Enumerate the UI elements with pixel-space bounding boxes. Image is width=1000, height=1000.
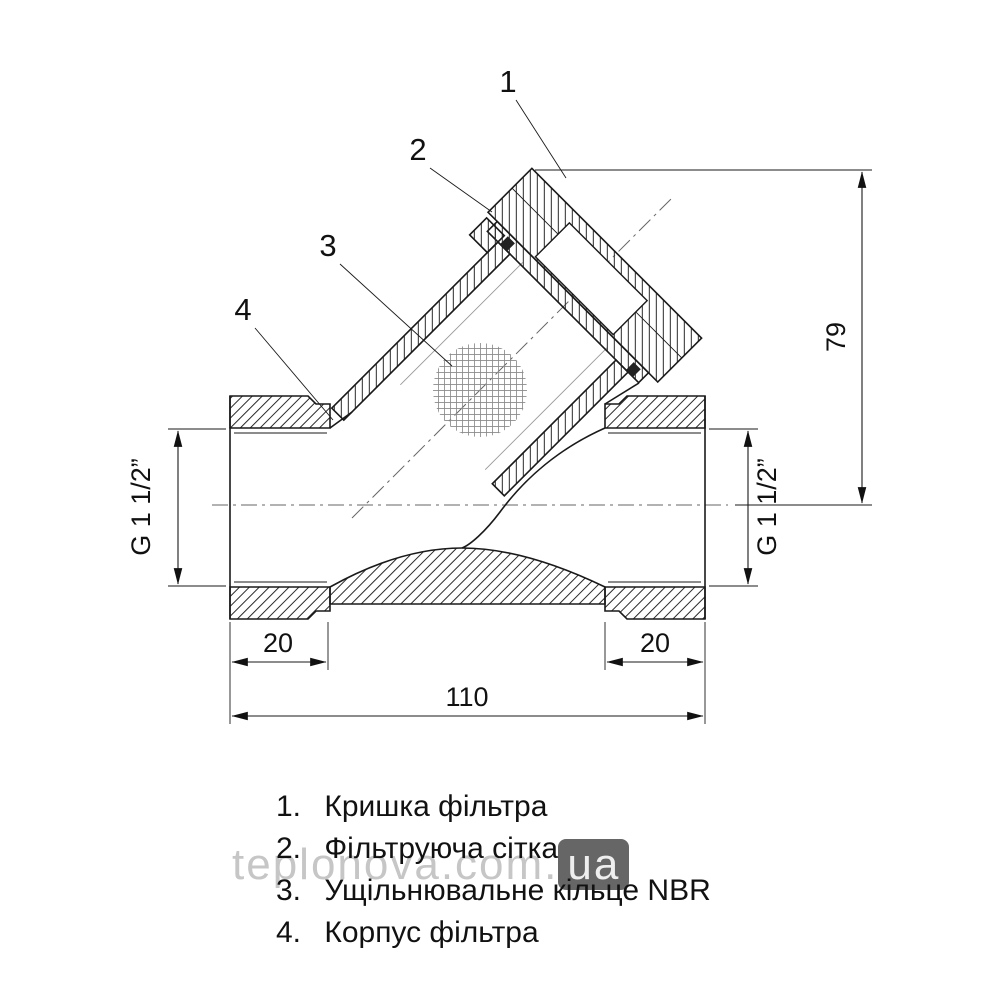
dim-thread-left-label: G 1 1/2” [126,458,156,556]
legend-item-label: Фільтруюча сітка [324,832,559,865]
right-port [604,395,706,620]
callout-3: 3 [319,228,453,367]
left-port-top-wall [229,395,331,429]
dim-height-79: 79 [535,169,872,506]
mesh-cartridge-line [400,262,524,386]
dim-length-110: 110 [231,682,704,721]
watermark-badge: ua [558,839,630,890]
dim-height-label: 79 [821,322,851,352]
legend-item: 3. Ущільнювальне кільце NBR [276,870,711,912]
legend-item-number: 1. [276,790,302,823]
callout-4-number: 4 [234,292,251,327]
technical-drawing: 79 G 1 1/2” G 1 1/2” 20 20 110 1 [126,64,872,724]
dim-depth-left-label: 20 [263,628,293,658]
left-port [229,395,331,620]
watermark: teplonova.com.ua [232,839,630,890]
mesh-screen [433,343,527,437]
legend-item: 1. Кришка фільтра [276,786,711,828]
cap-inner-recess [534,221,649,336]
right-funnel-curve [461,427,606,549]
body-bottom-web [329,547,606,605]
mesh-cartridge-line [484,346,608,470]
callout-2-number: 2 [409,132,426,167]
legend-item-label: Кришка фільтра [324,790,548,823]
callout-2: 2 [409,132,493,213]
legend-item-label: Ущільнювальне кільце NBR [324,874,711,907]
mesh-ring-nut [468,216,506,254]
seal-ring-section [500,236,515,252]
dim-depth-right-20: 20 [604,622,706,724]
dim-depth-left-20: 20 [229,622,329,724]
legend-item-number: 4. [276,916,302,949]
dim-thread-right: G 1 1/2” [709,428,782,587]
filter-body [229,382,706,620]
dim-depth-right-label: 20 [640,628,670,658]
legend-item: 4. Корпус фільтра [276,912,711,954]
callout-1: 1 [499,64,567,179]
left-port-bottom-wall [229,586,331,620]
filter-cap [468,167,703,384]
dim-thread-left: G 1 1/2” [126,428,226,587]
legend-item-number: 3. [276,874,302,907]
callout-4: 4 [234,292,334,421]
dim-length-label: 110 [445,682,488,712]
dim-thread-right-label: G 1 1/2” [752,458,782,556]
legend-item-label: Корпус фільтра [324,916,539,949]
legend-item: 2. Фільтруюча сітка [276,828,711,870]
callout-1-number: 1 [499,64,516,99]
right-port-bottom-wall [604,586,706,620]
legend-item-number: 2. [276,832,302,865]
callout-3-number: 3 [319,228,336,263]
right-port-top-wall [604,395,706,429]
branch-and-cap [330,167,703,497]
watermark-text: teplonova.com. [232,840,559,889]
seal-ring-section [625,362,641,378]
right-shoulder-line [604,382,640,405]
parts-legend: 1. Кришка фільтра 2. Фільтруюча сітка 3.… [276,786,711,954]
